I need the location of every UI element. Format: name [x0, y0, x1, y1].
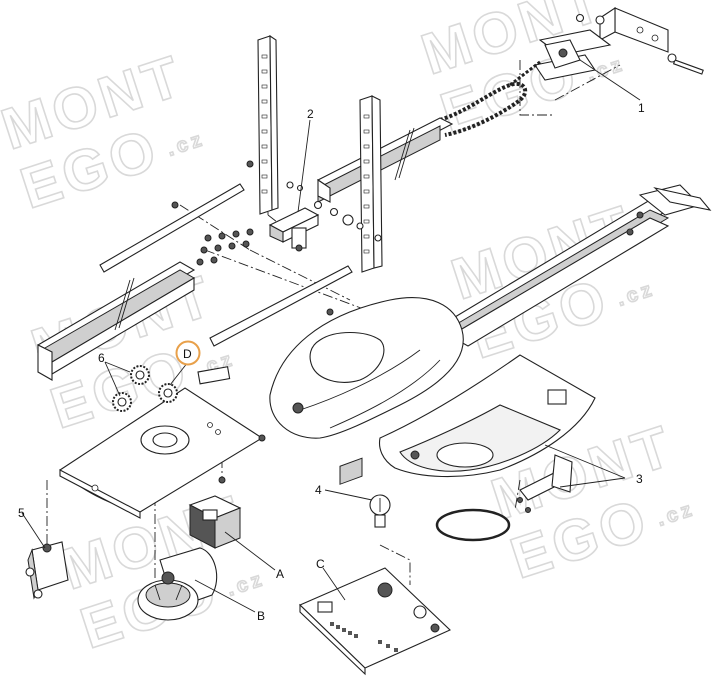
- light-cover: [378, 354, 596, 478]
- flat-strap-upper: [99, 183, 245, 273]
- callout-labels: 1 2 3 4 5 6 A B C D: [18, 101, 645, 623]
- vertical-bracket-left: [257, 34, 279, 215]
- callout-2: 2: [307, 107, 314, 121]
- callout-a: A: [276, 567, 284, 581]
- callout-d: D: [183, 347, 192, 361]
- part-4-bulb: [369, 494, 391, 528]
- leader-lines: [21, 59, 641, 613]
- lower-rail: [36, 261, 196, 381]
- callout-c: C: [316, 557, 325, 571]
- part-1-wall-bracket: [534, 6, 704, 81]
- part-3-light-parts: [435, 454, 573, 542]
- callout-4: 4: [315, 483, 322, 497]
- part-b-motor: [137, 547, 218, 621]
- part-c-control-board: [299, 457, 451, 676]
- highlight-ring: [175, 340, 201, 366]
- watermark-text: .cz: [654, 498, 698, 531]
- base-plate: [59, 366, 266, 519]
- bolts-cluster: [171, 160, 334, 316]
- callout-3: 3: [636, 472, 643, 486]
- watermark-text: .cz: [164, 128, 208, 161]
- long-rail: [448, 184, 712, 347]
- motor-cover: [269, 297, 464, 439]
- watermark-text: .cz: [614, 278, 658, 311]
- watermark-text: .cz: [224, 568, 268, 601]
- part-6-gears: [112, 365, 150, 412]
- part-a-transformer: [188, 495, 242, 549]
- upper-rail: [316, 117, 454, 203]
- callout-b: B: [257, 609, 265, 623]
- callout-1: 1: [638, 101, 645, 115]
- part-d-gear: [158, 383, 178, 403]
- part-2-carriage: [268, 181, 382, 252]
- vertical-bracket-right: [359, 95, 383, 273]
- callout-5: 5: [18, 506, 25, 520]
- chain: [439, 60, 541, 137]
- part-5-switch: [25, 541, 69, 600]
- flat-strap-lower: [209, 265, 353, 347]
- callout-6: 6: [98, 351, 105, 365]
